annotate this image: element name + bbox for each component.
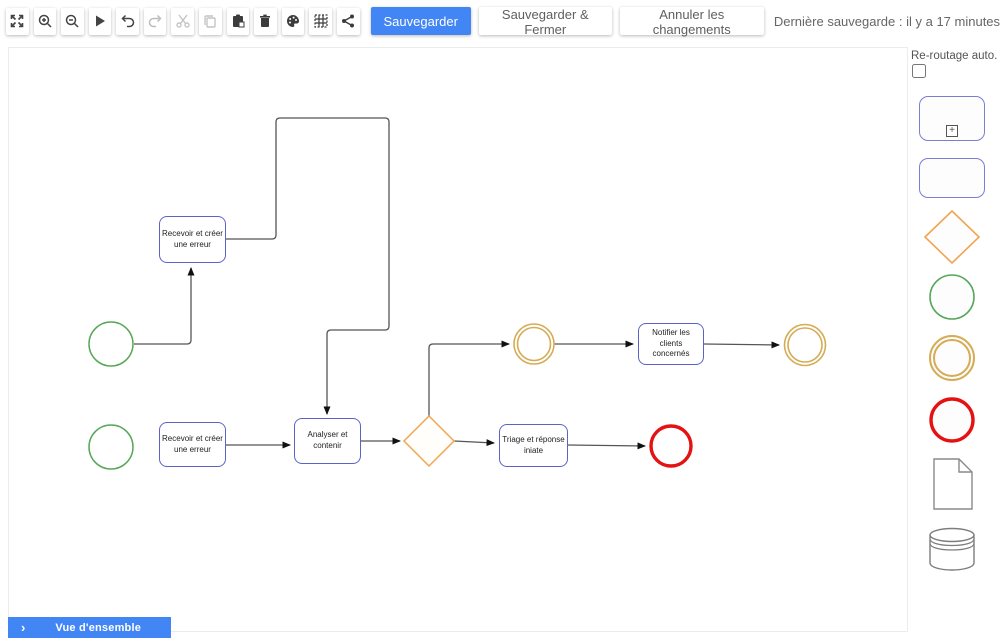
- task-label: Triage et réponse iniate: [502, 434, 565, 455]
- trash-icon: [257, 13, 273, 29]
- cut-icon: [175, 13, 191, 29]
- play-button[interactable]: [88, 7, 112, 35]
- palette-end-event[interactable]: [928, 396, 976, 449]
- undo-button[interactable]: [116, 7, 139, 35]
- task-label: Analyser et contenir: [307, 430, 348, 450]
- task-analyze[interactable]: Analyser et contenir: [294, 418, 361, 464]
- zoom-out-button[interactable]: [61, 7, 84, 35]
- copy-button[interactable]: [199, 7, 222, 35]
- diagram-canvas[interactable]: Recevoir et créer une erreur Recevoir et…: [8, 47, 908, 632]
- style-button[interactable]: [281, 7, 305, 35]
- edge-start-to-receive-top[interactable]: [134, 267, 195, 345]
- edge-notify-to-intermediate2[interactable]: [703, 341, 780, 349]
- task-triage[interactable]: Triage et réponse iniate: [499, 424, 568, 467]
- copy-icon: [202, 13, 218, 29]
- auto-reroute-label: Re-routage auto.: [911, 50, 998, 62]
- last-save-text: Dernière sauvegarde : il y a 17 minutes: [773, 13, 1000, 29]
- palette-gateway[interactable]: [922, 209, 982, 272]
- share-button[interactable]: [336, 7, 360, 35]
- save-close-button[interactable]: Sauvegarder & Fermer: [478, 7, 612, 37]
- grid-icon: [313, 13, 329, 29]
- palette-data-store[interactable]: [928, 526, 976, 577]
- gateway-diamond[interactable]: [402, 414, 456, 468]
- task-label: Recevoir et créer une erreur: [162, 433, 223, 454]
- auto-reroute-checkbox[interactable]: [912, 64, 926, 78]
- cut-button[interactable]: [171, 7, 195, 35]
- overview-toggle[interactable]: › Vue d'ensemble: [8, 617, 171, 638]
- end-event[interactable]: [649, 424, 693, 468]
- shape-palette: Re-routage auto. +: [908, 47, 1000, 643]
- zoom-in-icon: [37, 13, 53, 29]
- zoom-out-icon: [64, 13, 80, 29]
- palette-document[interactable]: [933, 458, 973, 515]
- task-notify[interactable]: Notifier les clients concernés: [638, 323, 704, 365]
- palette-task[interactable]: [919, 158, 985, 198]
- flow-graphics: [88, 117, 827, 470]
- edge-receive-top-loop-to-analyze[interactable]: [226, 117, 390, 415]
- chevron-right-icon: ›: [21, 620, 26, 635]
- paste-icon: [230, 13, 246, 29]
- delete-button[interactable]: [254, 7, 277, 35]
- palette-icon: [285, 13, 301, 29]
- share-icon: [340, 13, 356, 29]
- palette-intermediate-event[interactable]: [928, 334, 976, 387]
- undo-icon: [120, 13, 136, 29]
- redo-icon: [147, 13, 163, 29]
- plus-icon: +: [946, 125, 958, 137]
- overview-label: Vue d'ensemble: [55, 621, 142, 634]
- task-receive-bottom[interactable]: Recevoir et créer une erreur: [159, 422, 226, 467]
- play-icon: [92, 13, 108, 29]
- task-label: Notifier les clients concernés: [652, 327, 690, 359]
- redo-button[interactable]: [143, 7, 167, 35]
- start-event-bottom[interactable]: [88, 424, 134, 470]
- palette-subprocess[interactable]: +: [919, 96, 985, 141]
- task-label: Recevoir et créer une erreur: [162, 228, 223, 249]
- task-receive-top[interactable]: Recevoir et créer une erreur: [159, 216, 226, 263]
- intermediate-event-2[interactable]: [783, 323, 827, 367]
- discard-changes-button[interactable]: Annuler les changements: [619, 7, 764, 37]
- intermediate-event-1[interactable]: [513, 323, 555, 365]
- edge-gateway-to-intermediate1[interactable]: [428, 340, 510, 416]
- start-event-top[interactable]: [88, 321, 134, 367]
- grid-button[interactable]: [309, 7, 332, 35]
- save-button[interactable]: Sauvegarder: [370, 7, 471, 35]
- zoom-in-button[interactable]: [33, 7, 57, 35]
- edge-gateway-to-triage[interactable]: [453, 439, 495, 447]
- fit-screen-icon: [9, 13, 25, 29]
- toolbar: Sauvegarder Sauvegarder & Fermer Annuler…: [0, 0, 1000, 42]
- fit-screen-button[interactable]: [6, 7, 29, 35]
- palette-start-event[interactable]: [928, 273, 976, 326]
- paste-button[interactable]: [226, 7, 250, 35]
- edge-triage-to-end[interactable]: [567, 442, 646, 450]
